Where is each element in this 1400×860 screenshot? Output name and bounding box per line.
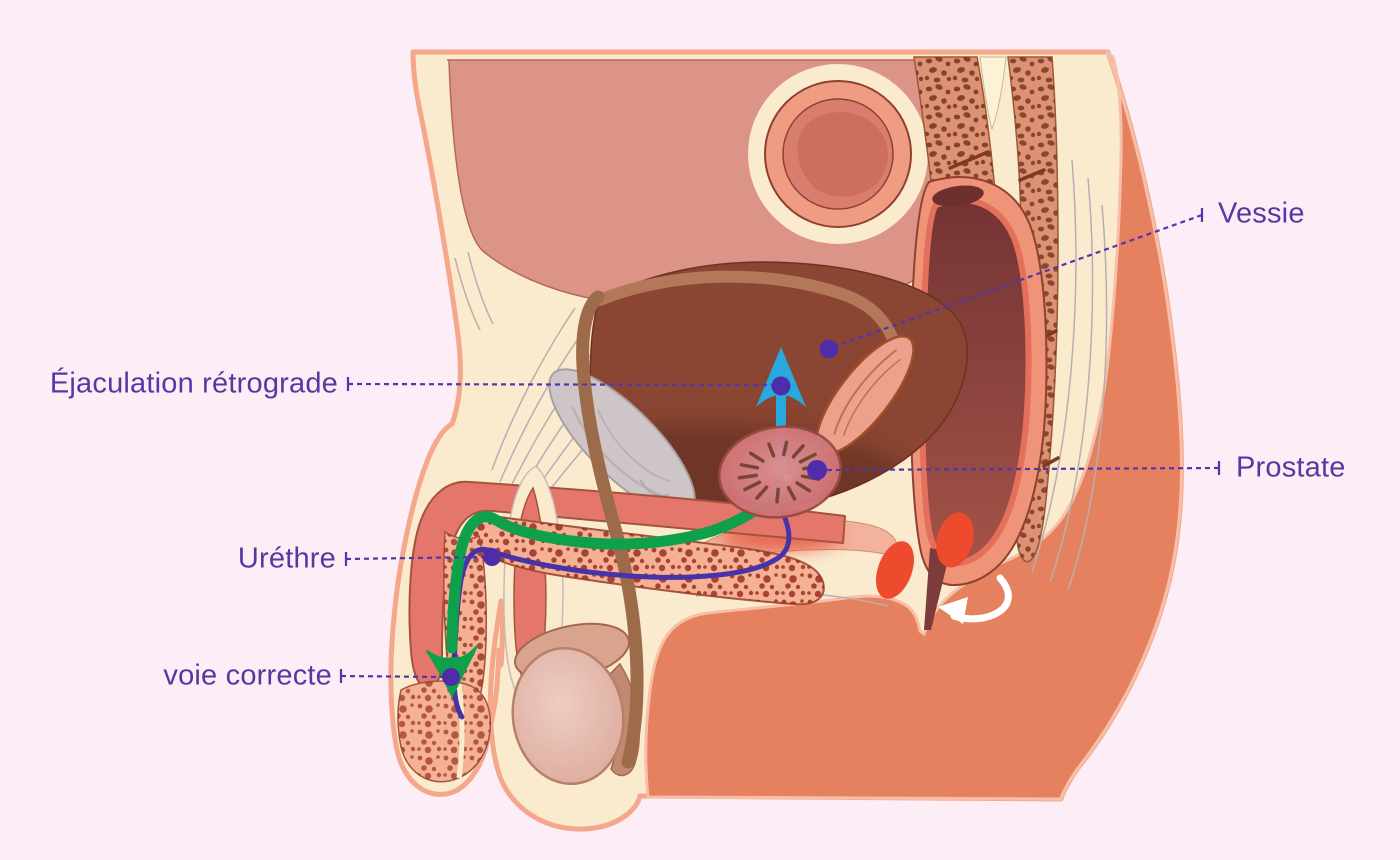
ejaculation-anchor-dot: [771, 376, 791, 396]
voie-correcte-anchor-dot: [442, 668, 460, 686]
prostate-anchor-dot: [807, 460, 827, 480]
gluteal-region: [644, 48, 1183, 801]
label-voie-correcte: voie correcte: [163, 659, 332, 692]
ejaculation-leader: [347, 382, 773, 387]
urethre-leader: [345, 555, 484, 561]
prostate-leader: [826, 466, 1220, 472]
testicle: [511, 646, 625, 786]
leader-dots: [442, 339, 839, 686]
label-vessie: Vessie: [1218, 197, 1305, 230]
voie-correcte-leader: [340, 674, 443, 679]
vessie-anchor-dot: [819, 339, 839, 359]
label-prostate: Prostate: [1236, 451, 1346, 484]
anal-sphincters: [876, 512, 974, 599]
anus-direction-arrow: [938, 574, 1012, 624]
glans: [397, 680, 492, 783]
sigmoid-colon: [748, 64, 928, 244]
label-urethre: Uréthre: [237, 542, 336, 575]
prostate-gland: [718, 425, 842, 519]
vessie-leader: [830, 213, 1203, 350]
anal-canal: [924, 548, 950, 630]
label-ejaculation-retrograde: Éjaculation rétrograde: [49, 367, 338, 400]
leader-lines: [339, 208, 1221, 683]
vas-deferens: [576, 290, 644, 769]
urethre-anchor-dot: [483, 548, 501, 566]
